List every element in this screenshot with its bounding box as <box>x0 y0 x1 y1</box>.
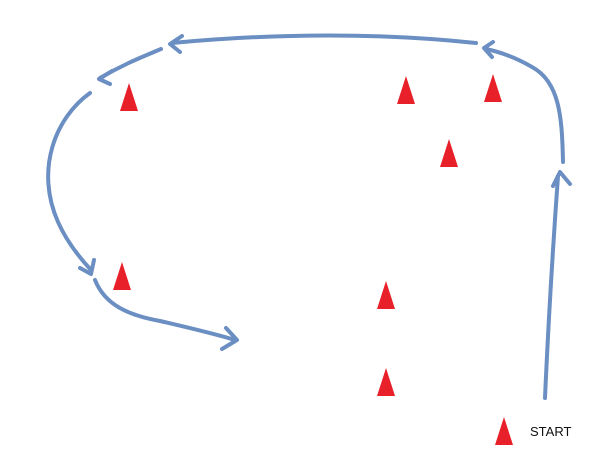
cone-icon <box>377 281 395 309</box>
cone-icon <box>495 417 513 445</box>
cone-icon <box>120 83 138 111</box>
path-start-upward <box>543 174 560 400</box>
path-left-curve <box>46 91 93 272</box>
arrowhead-down-icon <box>78 258 96 276</box>
cone-icon <box>484 74 502 102</box>
arrowhead-left-hook-icon <box>97 69 114 86</box>
path-bottom-curve <box>93 278 237 342</box>
arrowhead-up-icon <box>551 170 572 188</box>
arrowhead-left-top-right-icon <box>482 40 495 59</box>
cone-icon <box>113 262 131 290</box>
path-right-curve <box>484 47 565 164</box>
cone-icon <box>440 139 458 167</box>
arrowhead-left-top-icon <box>168 34 184 54</box>
path-top-run <box>170 33 478 45</box>
start-label: START <box>530 424 572 439</box>
cone-icon <box>377 368 395 396</box>
arrowhead-right-icon <box>220 326 239 351</box>
cone-icon <box>397 76 415 104</box>
